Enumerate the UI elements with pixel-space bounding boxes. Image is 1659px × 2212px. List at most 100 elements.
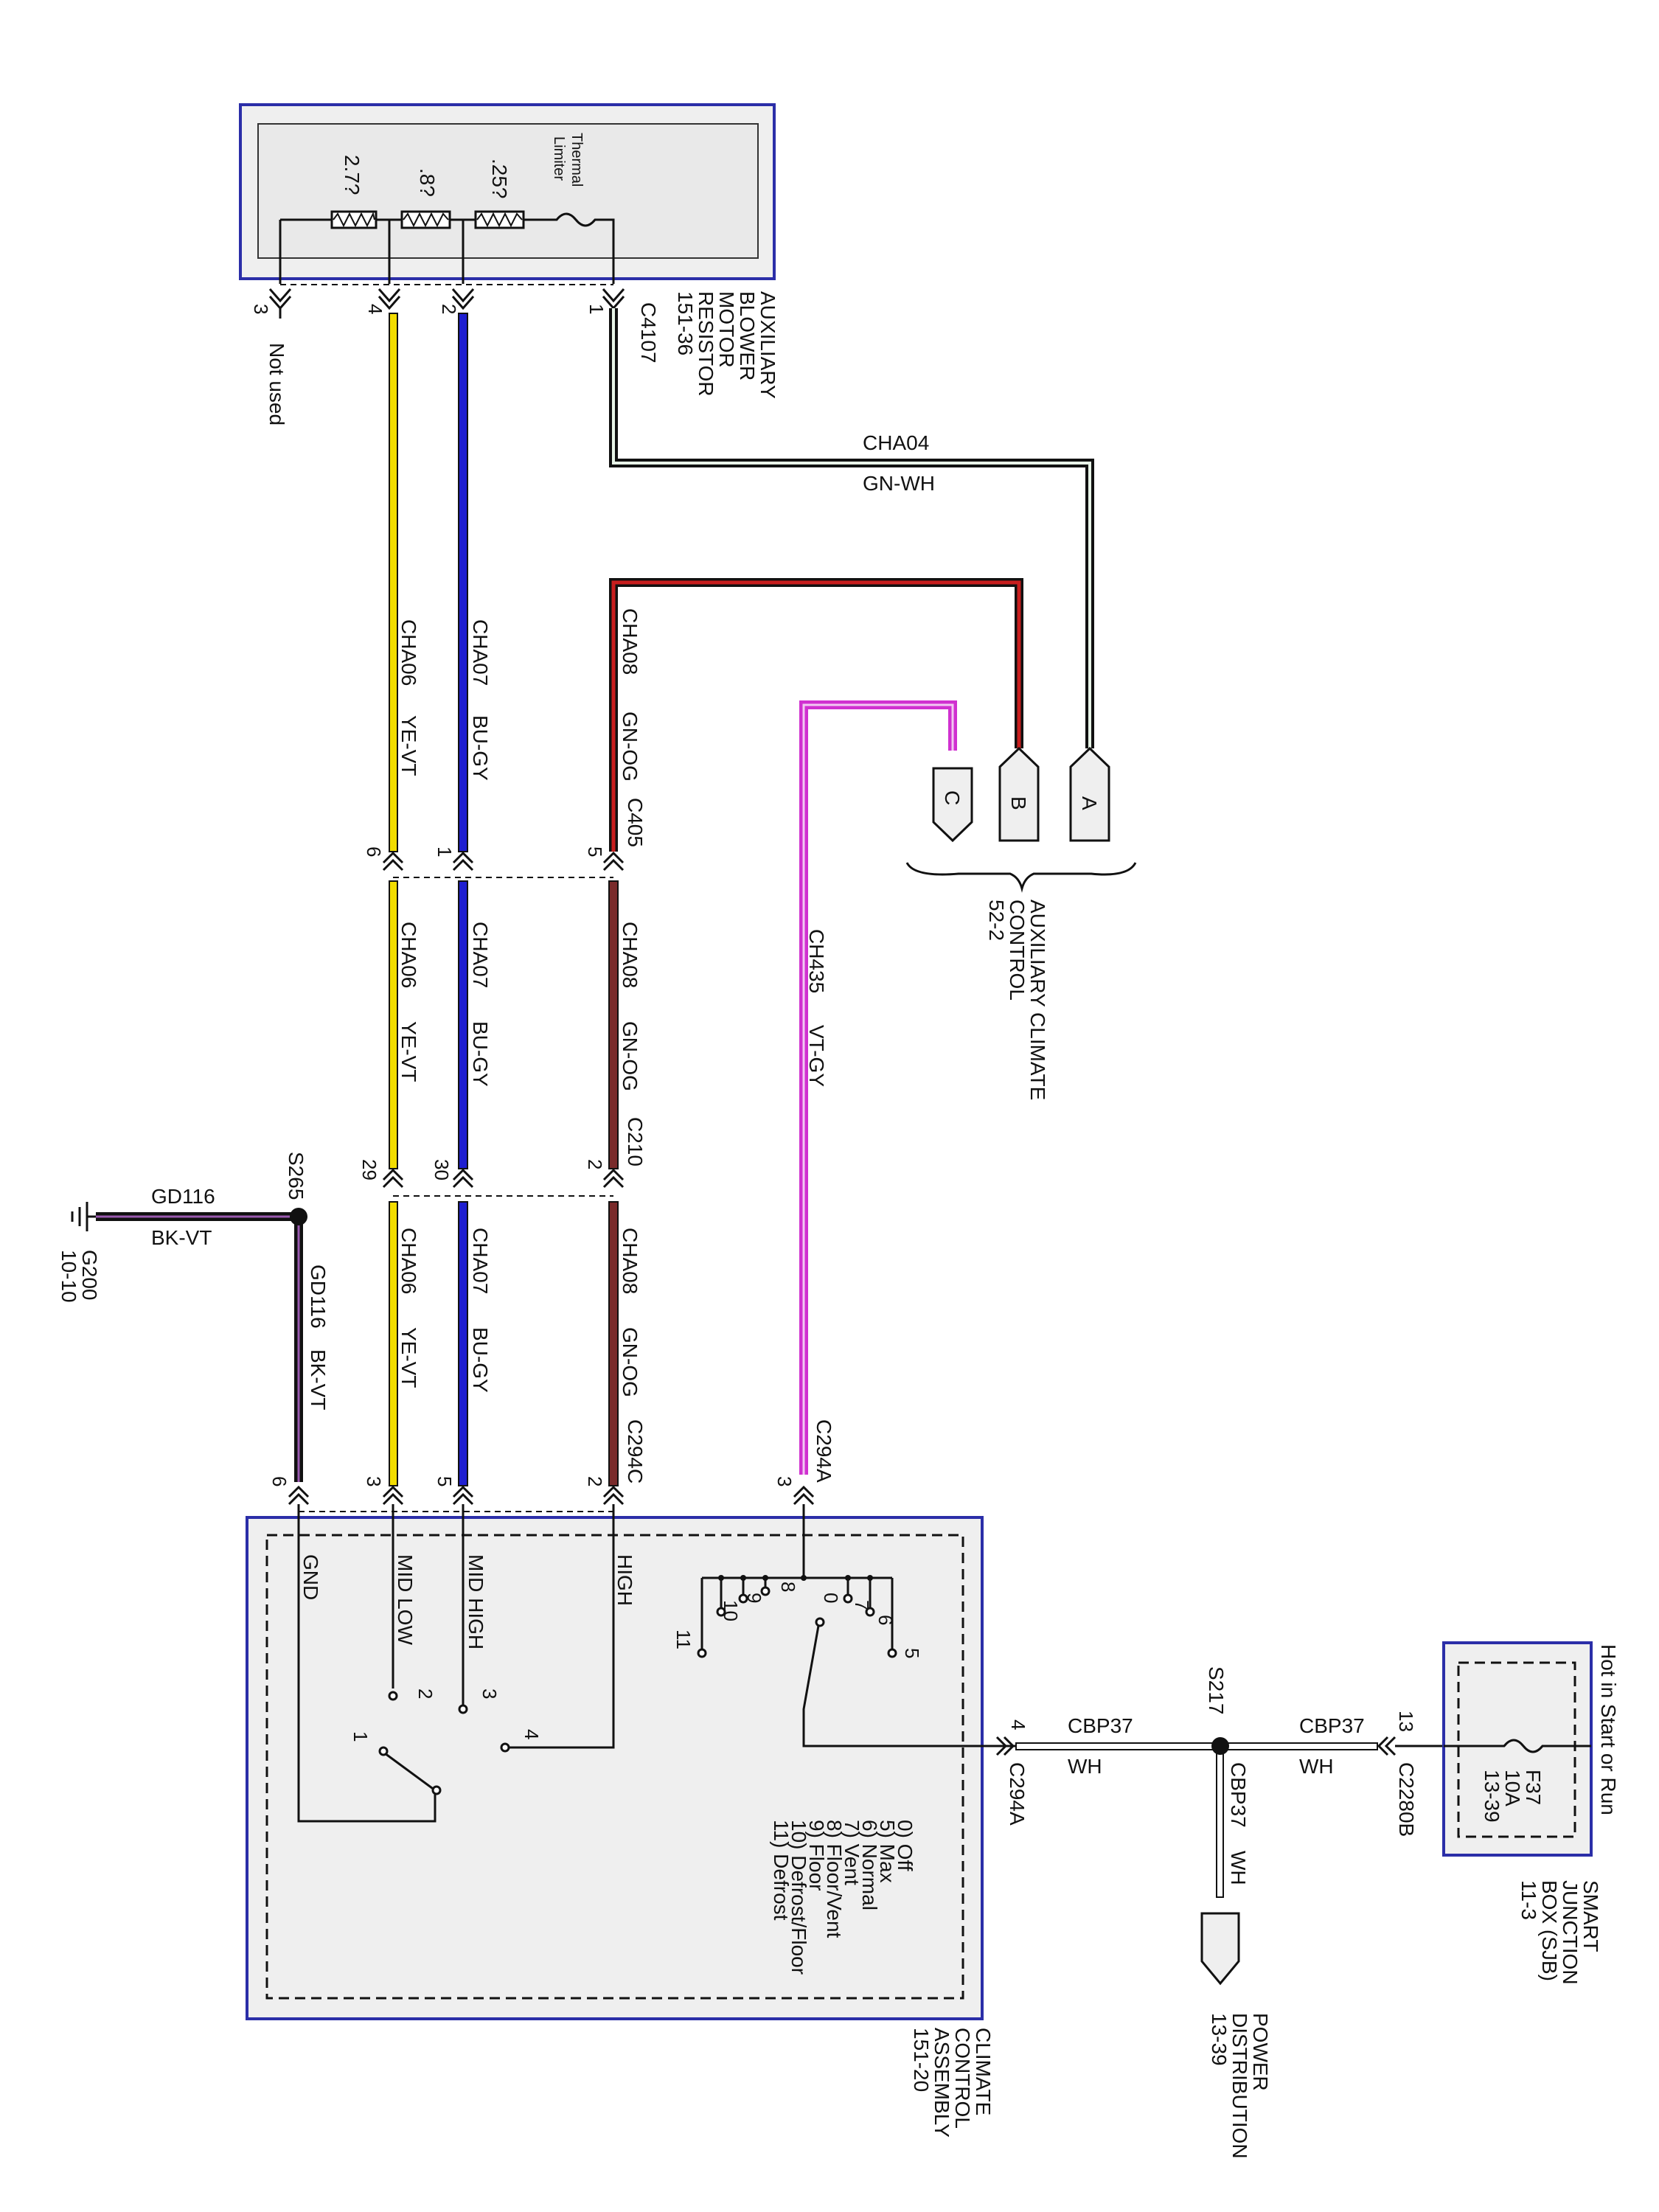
svg-text:A: A (1078, 796, 1101, 810)
gd116-h-id: GD116 (151, 1185, 215, 1208)
seg3-cha08-color: GN-OG (619, 1327, 641, 1397)
harness-wires (389, 313, 619, 1486)
resistor-title-5: 151-36 (674, 291, 697, 355)
mode-legend-7: 11) Defrost (770, 1820, 793, 1921)
seg3-cha06-id: CHA06 (397, 1228, 420, 1294)
c2280b-pin-13: 13 (1395, 1711, 1417, 1732)
seg3-cha07-id: CHA07 (469, 1228, 492, 1294)
mode-legend-2: 6) Normal (858, 1820, 881, 1910)
mode-legend-1: 5) Max (876, 1820, 899, 1883)
cbp37-left-color: WH (1068, 1755, 1102, 1778)
seg3-cha08-id: CHA08 (619, 1228, 641, 1294)
wire-cha04-stripe (612, 308, 1091, 748)
resistor-title-1: AUXILIARY (757, 291, 779, 399)
resistor-value-2-7: 2.7? (341, 155, 364, 195)
seg1-cha06-color: YE-VT (397, 715, 420, 776)
c210-pin-29: 29 (358, 1159, 380, 1180)
svg-text:C: C (941, 790, 964, 805)
resistor-pin-3: 3 (250, 304, 272, 314)
blower-pos-2: 2 (414, 1688, 437, 1699)
wire-ch435 (799, 700, 957, 1475)
c294a-name-bottom: C294A (1006, 1762, 1029, 1826)
splice-s265 (290, 1208, 307, 1225)
blower-switch-wires (297, 1504, 615, 1823)
c2280b-name: C2280B (1395, 1762, 1418, 1837)
c294c-pin-6: 6 (268, 1476, 291, 1486)
mode-pos-0: 0 (820, 1593, 842, 1603)
svg-text:B: B (1007, 796, 1030, 810)
mode-pos-5: 5 (901, 1648, 923, 1658)
seg2-cha07-color: BU-GY (469, 1021, 492, 1087)
splice-s217-label: S217 (1205, 1666, 1228, 1714)
seg2-cha08-id: CHA08 (619, 922, 641, 988)
climate-title-2: CONTROL (951, 2028, 974, 2129)
c294c-pin-5: 5 (434, 1476, 456, 1486)
c405-name: C405 (624, 798, 647, 847)
c294c-pin-2: 2 (584, 1476, 606, 1486)
mode-legend-6: 10) Defrost/Floor (787, 1820, 810, 1975)
blower-switch-contacts (378, 1691, 510, 1795)
resistor-pin-1: 1 (585, 304, 608, 314)
thermal-limiter-label-2: Limiter (551, 136, 567, 181)
seg3-cha07-color: BU-GY (469, 1327, 492, 1393)
mode-pos-10: 10 (720, 1600, 742, 1621)
seg3-cha06-color: YE-VT (397, 1327, 420, 1388)
cbp37-left-id: CBP37 (1068, 1714, 1133, 1737)
c294c-name: C294C (624, 1419, 647, 1484)
aux-title-1: AUXILIARY CLIMATE (1026, 900, 1049, 1100)
wire-ch435-id: CH435 (805, 929, 828, 993)
mode-pos-11: 11 (672, 1630, 695, 1649)
gd116-v-id: GD116 (307, 1265, 330, 1329)
climate-title-4: 151-20 (910, 2028, 933, 2092)
blower-pos-3: 3 (479, 1688, 501, 1699)
mode-legend-5: 9) Floor (805, 1820, 828, 1891)
sjb-box (1442, 1641, 1593, 1857)
wire-cha04-id: CHA04 (863, 431, 929, 454)
resistor-inner-box (257, 123, 759, 259)
fuse-line-1: F37 (1522, 1770, 1545, 1805)
resistor-title-2: BLOWER (736, 291, 759, 380)
cbp37-down-id: CBP37 (1227, 1762, 1250, 1828)
resistor-value-0-25: .25? (488, 159, 511, 199)
seg1-cha08-id: CHA08 (619, 608, 641, 675)
gd116-v-color: BK-VT (307, 1349, 330, 1410)
sjb-title-3: BOX (SJB) (1538, 1880, 1561, 1981)
fuse-line-2: 10A (1501, 1770, 1524, 1806)
ground-g200-1: G200 (78, 1250, 101, 1301)
splice-s265-label: S265 (285, 1152, 307, 1200)
power-dist-title-2: DISTRIBUTION (1228, 2013, 1251, 2159)
seg1-cha07-color: BU-GY (469, 715, 492, 781)
blower-pos-4: 4 (521, 1729, 543, 1739)
c405-pin-6: 6 (363, 846, 385, 857)
resistor-title-4: RESISTOR (695, 291, 717, 397)
blower-pos-1: 1 (349, 1731, 372, 1742)
c210-pin-30: 30 (431, 1159, 453, 1180)
wire-ch435-color: VT-GY (805, 1025, 828, 1087)
c294a-name-top: C294A (813, 1419, 835, 1483)
climate-title-3: ASSEMBLY (931, 2028, 953, 2138)
aux-brace (905, 862, 1137, 893)
climate-title-1: CLIMATE (972, 2028, 995, 2115)
sjb-title-1: SMART (1579, 1880, 1602, 1952)
c294c-pin-3: 3 (363, 1476, 385, 1486)
sjb-title-2: JUNCTION (1559, 1880, 1582, 1985)
resistor-zigzags (330, 210, 525, 229)
c294a-pin4-terminal (995, 1736, 1015, 1756)
c294c-terminals (288, 1485, 815, 1506)
aux-title-2: CONTROL (1006, 900, 1029, 1001)
connector-c4107: C4107 (637, 302, 660, 364)
mode-pos-7: 7 (851, 1600, 873, 1610)
c405-pin-5: 5 (584, 846, 606, 857)
seg2-cha08-color: GN-OG (619, 1021, 641, 1091)
cbp37-right-id: CBP37 (1299, 1714, 1365, 1737)
power-dist-title-3: 13-39 (1208, 2013, 1231, 2066)
c405-pin-1: 1 (434, 846, 456, 857)
resistor-value-0-8: .8? (416, 168, 439, 197)
resistor-circuit (279, 212, 615, 284)
resistor-pin-4: 4 (364, 304, 386, 314)
resistor-title-3: MOTOR (715, 291, 738, 368)
wire-ch435-stripe (802, 703, 954, 1475)
aux-title-3: 52-2 (985, 900, 1008, 941)
blower-label-mid-high: MID HIGH (465, 1554, 487, 1649)
fuse-line-3: 13-39 (1481, 1770, 1503, 1823)
